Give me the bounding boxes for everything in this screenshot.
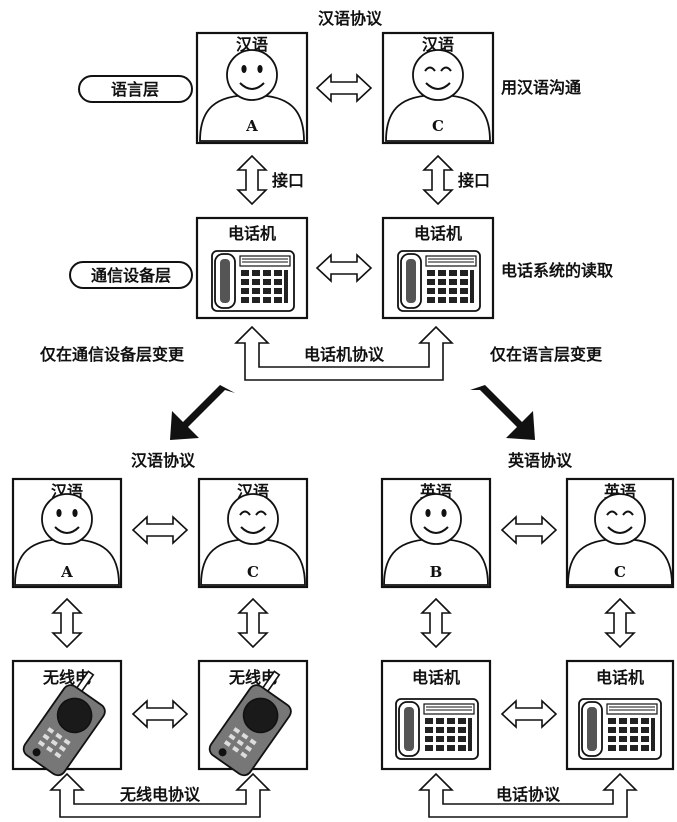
br-box-b-label: B (430, 563, 443, 581)
bl-protocol-connector (49, 772, 271, 818)
bl-protocol-title: 汉语协议 (131, 451, 196, 470)
double-arrow-icon (423, 155, 453, 205)
double-arrow-icon (238, 598, 268, 648)
double-arrow-icon (237, 155, 267, 205)
bl-radio-right-label: 无线电 (228, 668, 277, 687)
telephone-icon (397, 250, 481, 312)
telephone-icon (395, 698, 479, 760)
top-box-c-language: 汉语 (422, 35, 454, 54)
down-arrow-icon (170, 385, 235, 440)
double-arrow-icon (501, 516, 557, 544)
device-layer-badge (69, 261, 193, 289)
br-phone-right-label: 电话机 (596, 668, 644, 687)
double-arrow-icon (605, 598, 635, 648)
right-note-language: 用汉语沟通 (501, 78, 581, 97)
top-device-protocol-label: 电话机协议 (304, 345, 385, 364)
double-arrow-icon (132, 516, 188, 544)
bl-box-c-label: C (247, 563, 259, 581)
double-arrow-icon (316, 74, 372, 102)
down-arrow-icon (470, 385, 535, 440)
device-layer-label: 通信设备层 (91, 266, 171, 285)
top-protocol-connector (234, 325, 454, 381)
br-protocol-title: 英语协议 (507, 451, 573, 470)
language-layer-label: 语言层 (111, 80, 159, 99)
right-note-device: 电话系统的读取 (501, 261, 613, 280)
change-right-label: 仅在语言层变更 (489, 345, 603, 364)
interface-left-label: 接口 (272, 171, 304, 190)
double-arrow-icon (316, 254, 372, 282)
top-box-a-label: A (245, 117, 258, 135)
interface-right-label: 接口 (458, 171, 490, 190)
top-phone-right-label: 电话机 (414, 224, 462, 243)
bl-box-a-label: A (60, 563, 73, 581)
br-protocol-connector (418, 772, 638, 818)
telephone-icon (578, 698, 662, 760)
double-arrow-icon (132, 700, 188, 728)
telephone-icon (211, 250, 295, 312)
language-layer-badge (78, 75, 193, 103)
bl-radio-left-label: 无线电 (42, 668, 91, 687)
change-left-label: 仅在通信设备层变更 (39, 345, 185, 364)
br-box-c-label: C (614, 563, 626, 581)
double-arrow-icon (421, 598, 451, 648)
double-arrow-icon (52, 598, 82, 648)
double-arrow-icon (501, 700, 557, 728)
top-protocol-title: 汉语协议 (318, 9, 383, 28)
top-phone-left-label: 电话机 (228, 224, 276, 243)
top-box-c-label: C (432, 117, 444, 135)
top-box-a-language: 汉语 (236, 35, 268, 54)
bl-device-protocol-label: 无线电协议 (119, 785, 201, 804)
br-phone-left-label: 电话机 (412, 668, 460, 687)
br-device-protocol-label: 电话协议 (496, 785, 561, 804)
